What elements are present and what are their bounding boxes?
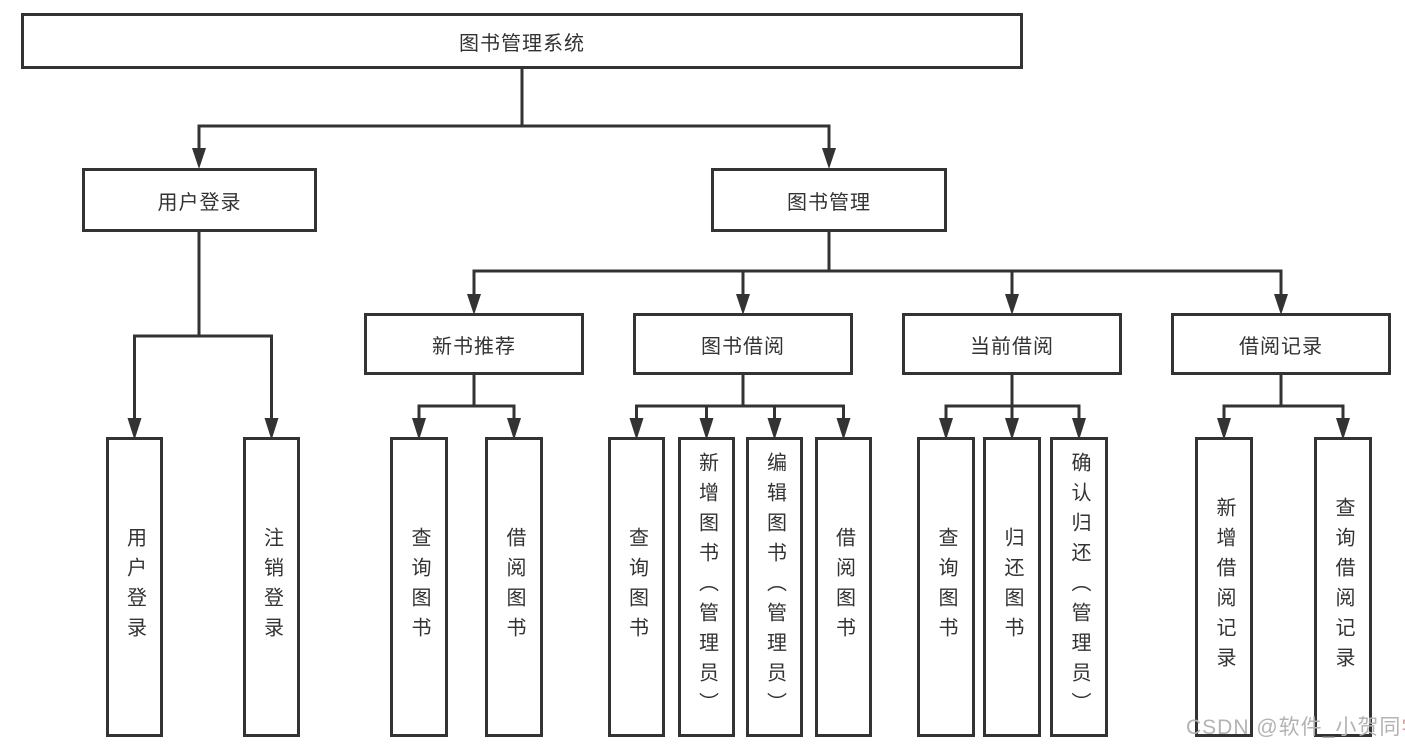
leaf-query-books-newrec-label: 查询图书 [408,527,430,647]
connector-root [192,67,836,169]
node-book-management-label: 图书管理 [787,191,871,214]
leaf-user-login-label: 用户登录 [123,527,146,647]
leaf-logout-label: 注销登录 [260,527,283,647]
node-book-borrow-label: 图书借阅 [701,335,785,358]
connector-user-login [127,230,279,440]
leaf-edit-books-admin: 编辑图书（管理员） [746,437,803,737]
node-new-book-recommend: 新书推荐 [364,313,584,375]
csdn-watermark: CSDN @软件_小贺同学 [1186,711,1405,741]
node-user-login: 用户登录 [82,168,317,232]
node-user-login-label: 用户登录 [157,191,242,214]
leaf-confirm-return-admin-label: 确认归还（管理员） [1068,452,1090,722]
node-book-management: 图书管理 [711,168,947,232]
leaf-query-books-borrow: 查询图书 [608,437,665,737]
leaf-add-borrow-record: 新增借阅记录 [1195,437,1253,737]
node-new-book-recommend-label: 新书推荐 [432,335,516,358]
node-borrow-records: 借阅记录 [1171,313,1391,375]
node-root-library-system: 图书管理系统 [21,13,1023,69]
node-current-borrow: 当前借阅 [902,313,1122,375]
leaf-borrow-books-newrec-label: 借阅图书 [503,527,525,647]
connector-book-borrow [629,373,851,440]
leaf-edit-books-admin-label: 编辑图书（管理员） [763,452,786,722]
node-borrow-records-label: 借阅记录 [1239,335,1323,358]
node-current-borrow-label: 当前借阅 [970,335,1054,358]
leaf-query-books-borrow-label: 查询图书 [625,527,648,647]
leaf-query-books-current: 查询图书 [917,437,975,737]
leaf-confirm-return-admin: 确认归还（管理员） [1050,437,1108,737]
leaf-borrow-books-borrow-label: 借阅图书 [832,527,855,647]
leaf-borrow-books-borrow: 借阅图书 [815,437,872,737]
leaf-add-borrow-record-label: 新增借阅记录 [1213,497,1235,677]
leaf-user-login: 用户登录 [106,437,163,737]
leaf-return-books: 归还图书 [983,437,1041,737]
connector-current-borrow [939,373,1086,440]
leaf-add-books-admin-label: 新增图书（管理员） [695,452,718,722]
node-book-borrow: 图书借阅 [633,313,853,375]
leaf-query-borrow-record-label: 查询借阅记录 [1332,497,1354,677]
leaf-query-books-current-label: 查询图书 [935,527,957,647]
leaf-return-books-label: 归还图书 [1001,527,1023,647]
connector-borrow-records [1217,373,1350,440]
leaf-query-books-newrec: 查询图书 [390,437,448,737]
watermark-accent-text: 学 [1401,716,1405,739]
leaf-query-borrow-record: 查询借阅记录 [1314,437,1372,737]
leaf-borrow-books-newrec: 借阅图书 [485,437,543,737]
connector-book-management [467,230,1288,315]
leaf-logout: 注销登录 [243,437,300,737]
node-root-label: 图书管理系统 [459,32,585,55]
watermark-text: CSDN @软件_小贺同 [1186,716,1402,739]
connector-new-book-rec [412,373,521,440]
leaf-add-books-admin: 新增图书（管理员） [678,437,735,737]
